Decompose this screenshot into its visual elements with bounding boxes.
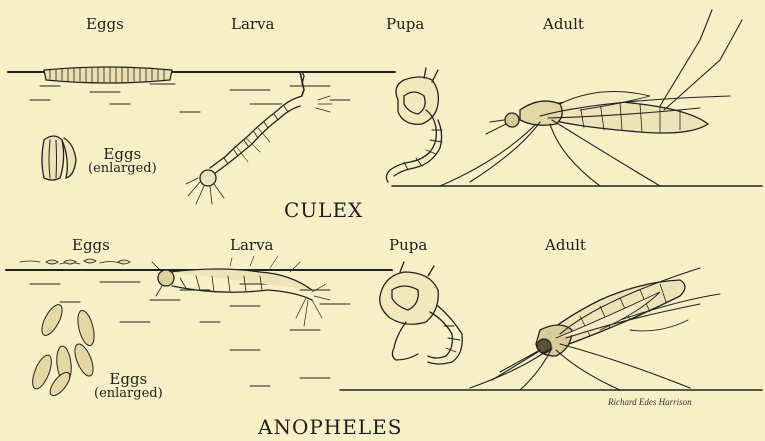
culex-eggs-enlarged xyxy=(42,136,76,180)
culex-pupa xyxy=(386,68,442,182)
culex-adult xyxy=(392,10,762,186)
culex-eggs-label: Eggs xyxy=(86,16,124,32)
culex-larva-label: Larva xyxy=(231,16,275,32)
culex-egg-raft xyxy=(44,67,172,83)
anopheles-pupa xyxy=(380,262,463,364)
anopheles-eggs-enlarged xyxy=(29,302,97,399)
artist-signature: Richard Edes Harrison xyxy=(608,397,692,407)
culex-title: CULEX xyxy=(284,198,363,222)
culex-adult-label: Adult xyxy=(543,16,584,32)
anopheles-enlarged-note: (enlarged) xyxy=(94,387,163,400)
anopheles-enlarged-caption: Eggs (enlarged) xyxy=(94,371,163,400)
anopheles-title: ANOPHELES xyxy=(258,415,402,439)
culex-enlarged-note: (enlarged) xyxy=(88,162,157,175)
anopheles-eggs-label: Eggs xyxy=(72,237,110,253)
anopheles-eggs-on-surface xyxy=(46,259,130,264)
anopheles-enlarged-eggs-word: Eggs xyxy=(94,371,163,387)
anopheles-adult-label: Adult xyxy=(545,237,586,253)
anopheles-larva xyxy=(152,256,330,326)
culex-enlarged-caption: Eggs (enlarged) xyxy=(88,146,157,175)
culex-pupa-label: Pupa xyxy=(386,16,424,32)
culex-larva xyxy=(186,72,332,204)
anopheles-pupa-label: Pupa xyxy=(389,237,427,253)
culex-enlarged-eggs-word: Eggs xyxy=(88,146,157,162)
anopheles-larva-label: Larva xyxy=(230,237,274,253)
